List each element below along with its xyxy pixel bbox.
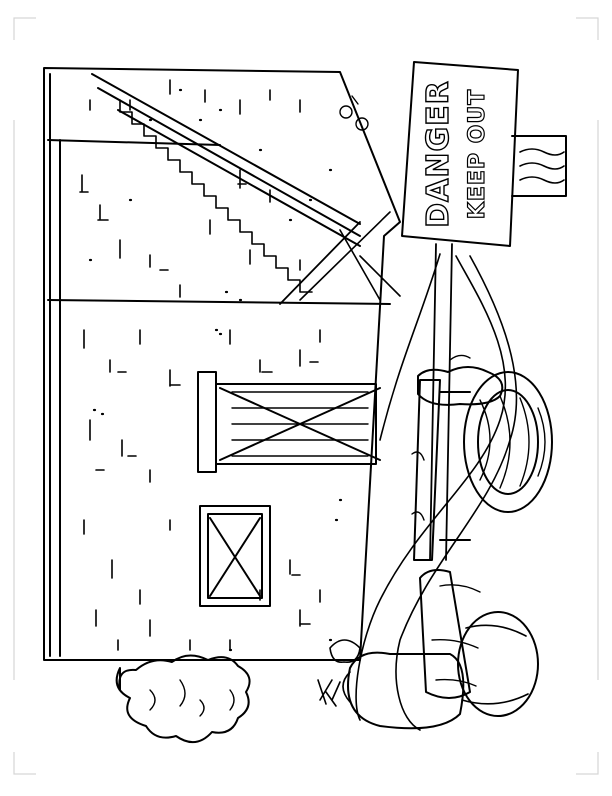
brick-building <box>43 67 401 661</box>
sign-line-keep-out: KEEP OUT <box>465 89 490 219</box>
sign-post <box>429 135 567 561</box>
bench <box>411 379 471 561</box>
boarded-window <box>199 505 271 607</box>
rope <box>355 253 518 731</box>
weed-sprout <box>317 639 361 707</box>
sign-line-danger: DANGER <box>421 80 456 227</box>
crumpled-bag <box>417 354 504 406</box>
danger-sign <box>401 61 519 247</box>
shrub <box>115 654 251 743</box>
boarded-door <box>197 371 381 473</box>
barrels <box>419 569 539 717</box>
staircase <box>91 73 401 305</box>
tire <box>463 371 553 513</box>
page-frame <box>13 17 599 775</box>
sign-text: DANGER KEEP OUT <box>420 80 490 229</box>
stucco-dots <box>88 88 343 652</box>
brick-marks <box>79 79 321 651</box>
jug <box>342 651 465 730</box>
